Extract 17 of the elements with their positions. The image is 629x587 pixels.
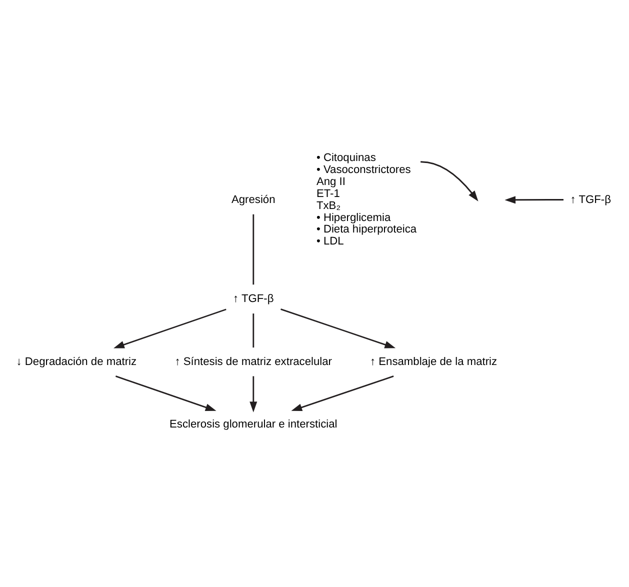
node-text: ↑ TGF-β — [570, 193, 612, 206]
arrow — [291, 375, 394, 411]
arrow — [114, 308, 226, 348]
connector — [252, 313, 254, 348]
arrow — [504, 196, 564, 204]
node-text: ↑ Síntesis de matriz extracelular — [174, 355, 332, 368]
node-text: • Citoquinas • Vasoconstrictores Ang II ET-1 TxB₂ • Hiperglicemia • Dieta hiperproteica • LDL — [316, 152, 417, 248]
arrow — [420, 160, 478, 201]
arrow — [250, 376, 258, 412]
arrow — [115, 375, 216, 410]
node-text: ↑ TGF-β — [233, 292, 274, 305]
node-text: ↑ Ensamblaje de la matriz — [370, 355, 498, 368]
node-text: Agresión — [231, 193, 276, 206]
arrow — [280, 308, 396, 348]
node-text: Esclerosis glomerular e intersticial — [170, 418, 338, 430]
connector — [252, 214, 254, 284]
node-text: ↓ Degradación de matriz — [16, 355, 137, 368]
